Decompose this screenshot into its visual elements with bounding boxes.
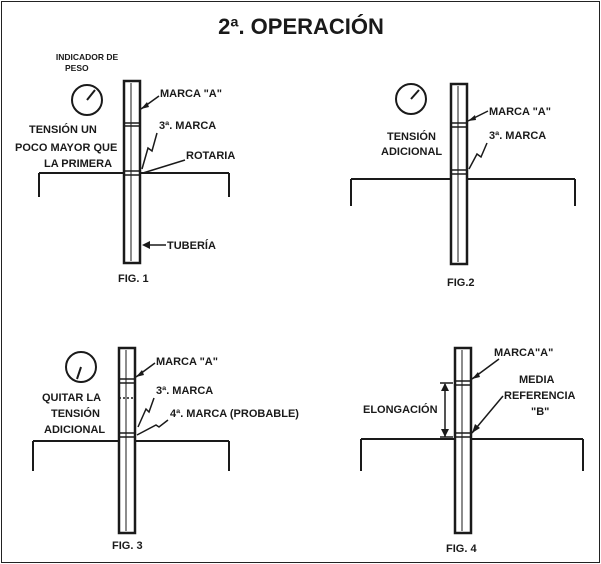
gauge-needle bbox=[86, 89, 96, 101]
mark-a-label: MARCA "A" bbox=[160, 88, 222, 100]
third-mark-zigzag-arrow bbox=[468, 142, 488, 170]
gauge-needle bbox=[76, 366, 82, 380]
elongation-up-arrowhead bbox=[441, 383, 449, 391]
mark-a-label: MARCA"A" bbox=[494, 347, 553, 359]
rotary-label: ROTARIA bbox=[186, 150, 235, 162]
fig3-caption: FIG. 3 bbox=[112, 540, 143, 552]
fourth-mark-zigzag-arrow bbox=[136, 419, 169, 436]
mark-a-label: MARCA "A" bbox=[489, 106, 551, 118]
tension-label-line2: POCO MAYOR QUE bbox=[15, 142, 117, 154]
gauge-needle bbox=[410, 89, 420, 100]
drill-pipe bbox=[117, 346, 137, 535]
reference-label-line1: MEDIA bbox=[519, 374, 555, 386]
figure-3: QUITAR LA TENSIÓN ADICIONAL MARCA "A" 3ª… bbox=[32, 346, 299, 552]
figure-2: TENSIÓN ADICIONAL MARCA "A" 3ª. MARCA FI… bbox=[350, 82, 576, 289]
mark-a-arrowhead bbox=[472, 372, 480, 379]
fig1-caption: FIG. 1 bbox=[118, 273, 149, 285]
fig2-caption: FIG.2 bbox=[447, 277, 475, 289]
reference-label-line2: REFERENCIA bbox=[504, 390, 576, 402]
tension-label-line2: ADICIONAL bbox=[381, 146, 442, 158]
remove-tension-line2: TENSIÓN bbox=[51, 407, 100, 420]
third-mark-zigzag-arrow bbox=[137, 397, 155, 428]
remove-tension-line3: ADICIONAL bbox=[44, 424, 105, 436]
third-mark-label: 3ª. MARCA bbox=[156, 385, 213, 397]
third-mark-label: 3ª. MARCA bbox=[489, 130, 546, 142]
mark-a-arrowhead bbox=[141, 102, 149, 109]
elongation-label: ELONGACIÓN bbox=[363, 403, 438, 416]
tension-label-line1: TENSIÓN bbox=[387, 130, 436, 143]
drill-pipe bbox=[453, 346, 473, 535]
fig4-caption: FIG. 4 bbox=[446, 543, 477, 555]
pipe-arrowhead bbox=[142, 241, 150, 249]
fourth-mark-label: 4ª. MARCA (PROBABLE) bbox=[170, 408, 299, 420]
page-title: 2ª. OPERACIÓN bbox=[218, 14, 384, 39]
third-mark-label: 3ª. MARCA bbox=[159, 120, 216, 132]
figure-1: INDICADOR DE PESO TENSIÓN UN POCO MAYOR … bbox=[15, 52, 235, 285]
tension-label-line1: TENSIÓN UN bbox=[29, 123, 97, 136]
rotary-arrow bbox=[142, 159, 186, 174]
mark-a-arrowhead bbox=[136, 370, 144, 377]
gauge-label-line1: INDICADOR DE bbox=[56, 52, 119, 62]
tension-label-line3: LA PRIMERA bbox=[44, 158, 112, 170]
figure-4: ELONGACIÓN MARCA"A" MEDIA REFERENCIA "B"… bbox=[360, 346, 584, 555]
mark-a-arrowhead bbox=[468, 115, 476, 121]
gauge-label-line2: PESO bbox=[65, 63, 89, 73]
third-mark-zigzag-arrow bbox=[141, 132, 158, 170]
reference-arrowhead bbox=[472, 424, 480, 433]
remove-tension-line1: QUITAR LA bbox=[42, 392, 101, 404]
drill-pipe bbox=[122, 79, 142, 265]
mark-a-label: MARCA "A" bbox=[156, 356, 218, 368]
elongation-down-arrowhead bbox=[441, 429, 449, 437]
reference-label-line3: "B" bbox=[531, 406, 549, 418]
pipe-label: TUBERÍA bbox=[167, 239, 216, 252]
